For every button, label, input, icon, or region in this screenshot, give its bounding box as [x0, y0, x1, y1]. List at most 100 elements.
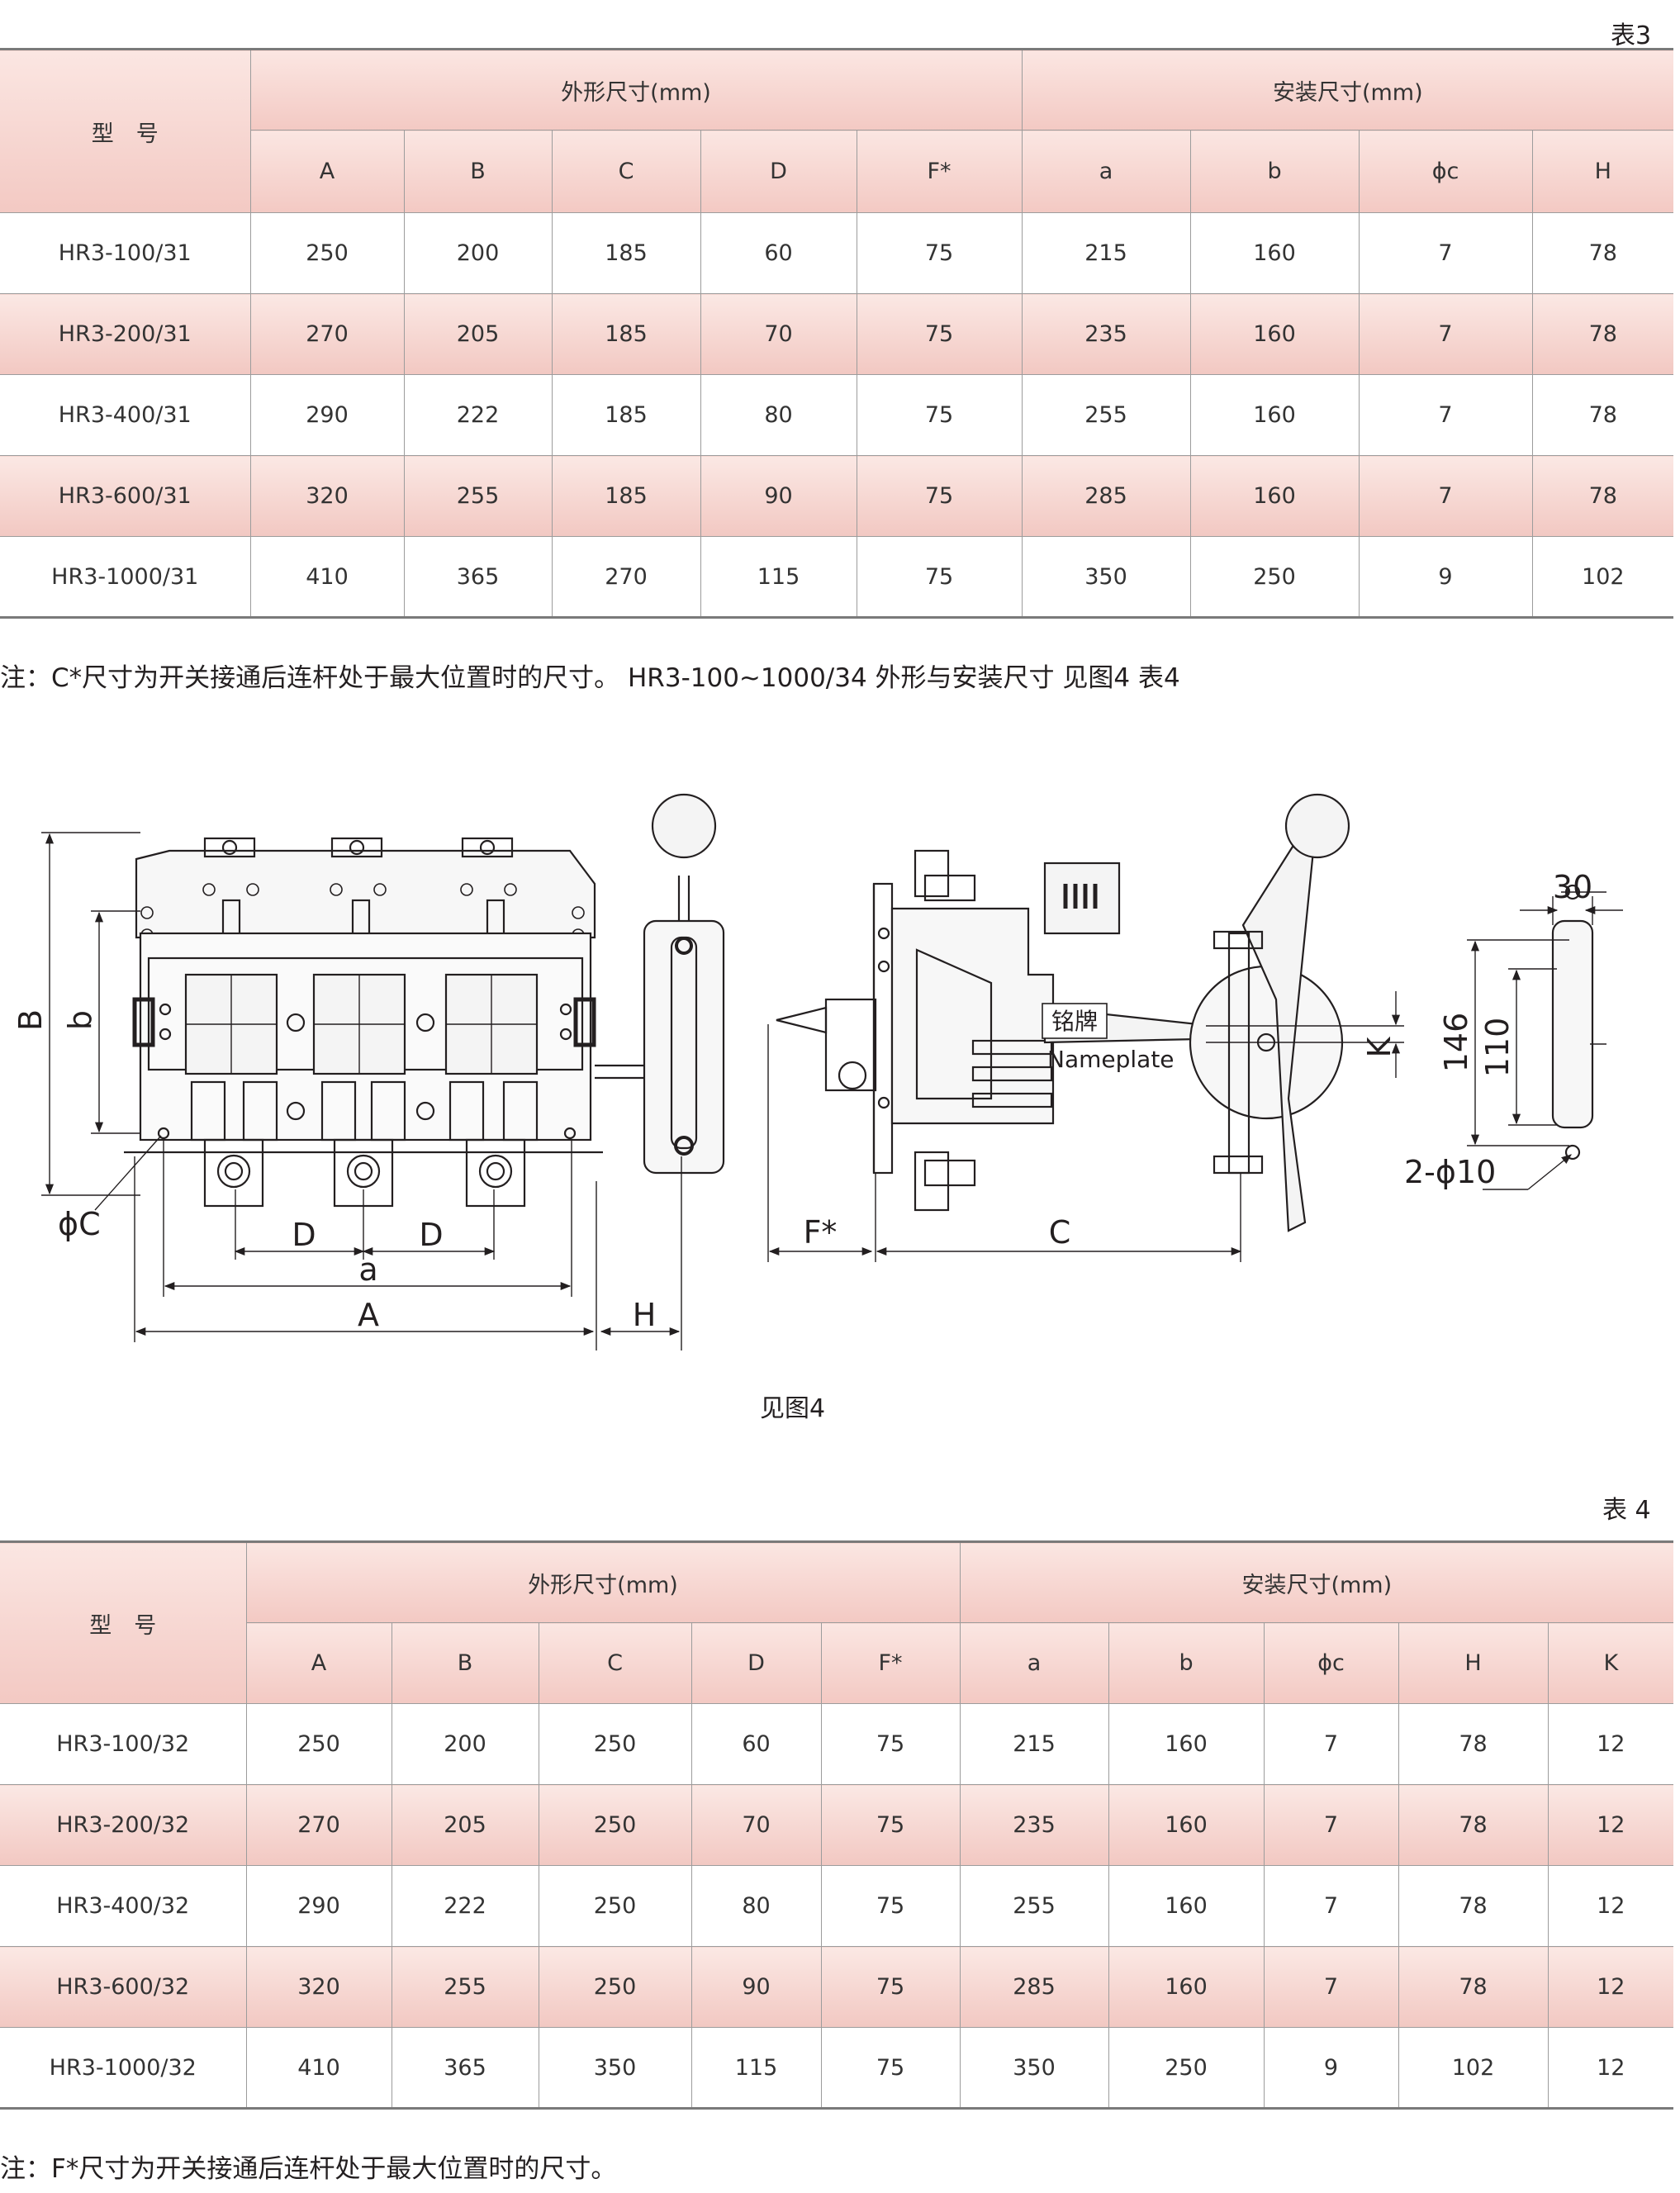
- side-view-dimensions: [767, 991, 1404, 1262]
- label-phiC: ϕC: [58, 1206, 101, 1242]
- table4-caption: 表 4: [1602, 1496, 1651, 1525]
- table-cell: 102: [1531, 536, 1674, 619]
- table-cell: 75: [820, 1946, 961, 2028]
- table-cell: 270: [551, 536, 701, 619]
- table4-col-header: K: [1547, 1622, 1674, 1704]
- table-cell: 115: [700, 536, 857, 619]
- table-cell: 75: [856, 374, 1023, 456]
- table-cell: 160: [1108, 1865, 1265, 1947]
- front-view-dimensions: [41, 832, 682, 1350]
- table-cell: 250: [538, 1946, 692, 2028]
- dimension-drawing: B b ϕC D D a A H F* C K 30 146 110 2-ϕ10…: [12, 793, 1623, 1350]
- table3-col-header: F*: [856, 130, 1023, 213]
- table-cell: 160: [1108, 1946, 1265, 2028]
- front-view: [124, 793, 725, 1208]
- table-cell: 222: [391, 1865, 539, 1947]
- table3-col-header: b: [1189, 130, 1360, 213]
- table-cell: 250: [538, 1784, 692, 1866]
- table-cell: 78: [1398, 1703, 1549, 1785]
- table-cell: 290: [245, 1865, 392, 1947]
- table-cell: 410: [245, 2027, 392, 2110]
- table3-note: 注：C*尺寸为开关接通后连杆处于最大位置时的尺寸。 HR3-100~1000/3…: [0, 663, 1180, 693]
- table-cell: 75: [856, 293, 1023, 375]
- table-cell: 255: [1021, 374, 1191, 456]
- table-row: HR3-100/32 250 200 250 60 75 215 160 7 7…: [0, 1703, 1674, 1785]
- table-cell: 185: [551, 293, 701, 375]
- table-cell: 160: [1189, 293, 1360, 375]
- table-cell: 9: [1263, 2027, 1399, 2110]
- table-cell: 7: [1358, 374, 1533, 456]
- nameplate-label-cn: 铭牌: [1051, 1008, 1098, 1035]
- table-cell: 12: [1547, 1784, 1674, 1866]
- table-row: HR3-1000/32 410 365 350 115 75 350 250 9…: [0, 2027, 1674, 2110]
- table-cell: 80: [691, 1865, 822, 1947]
- table-cell: 410: [249, 536, 405, 619]
- table3-col-header: B: [403, 130, 553, 213]
- table-cell: 215: [1021, 212, 1191, 294]
- table3-col-header: H: [1531, 130, 1674, 213]
- table3-caption: 表3: [1611, 21, 1652, 50]
- table-cell: 60: [700, 212, 857, 294]
- table-row: HR3-100/31 250 200 185 60 75 215 160 7 7…: [0, 212, 1674, 294]
- table3-col-header: a: [1021, 130, 1191, 213]
- table-cell: 255: [959, 1865, 1109, 1947]
- model-cell: HR3-600/31: [0, 455, 251, 537]
- table-cell: 270: [245, 1784, 392, 1866]
- table3-header-row: 型 号 外形尺寸(mm) 安装尺寸(mm): [0, 48, 1674, 213]
- table3-col-header: A: [250, 130, 405, 213]
- table-cell: 9: [1358, 536, 1533, 619]
- table-cell: 75: [820, 1784, 961, 1866]
- table-cell: 205: [391, 1784, 539, 1866]
- table4-header-row: 型 号 外形尺寸(mm) 安装尺寸(mm): [0, 1540, 1674, 1704]
- table4-col-header: ϕc: [1263, 1622, 1399, 1704]
- nameplate-label-en: Nameplate: [1047, 1046, 1175, 1073]
- table-cell: 78: [1398, 1946, 1549, 2028]
- table-cell: 75: [856, 536, 1023, 619]
- table-cell: 270: [249, 293, 405, 375]
- table3-model-header: 型 号: [0, 48, 251, 213]
- label-H: H: [633, 1297, 657, 1333]
- table-cell: 12: [1547, 2027, 1674, 2110]
- table-cell: 205: [403, 293, 553, 375]
- table4-col-header: b: [1108, 1622, 1265, 1704]
- model-cell: HR3-100/32: [0, 1703, 247, 1785]
- table-cell: 75: [820, 1703, 961, 1785]
- label-146: 146: [1438, 1013, 1474, 1073]
- table-row: HR3-400/32 290 222 250 80 75 255 160 7 7…: [0, 1865, 1674, 1947]
- table4-outer-dims-header: 外形尺寸(mm): [245, 1540, 961, 1623]
- label-K: K: [1361, 1036, 1398, 1057]
- label-Fstar: F*: [804, 1214, 838, 1251]
- label-30: 30: [1553, 869, 1592, 905]
- model-cell: HR3-1000/31: [0, 536, 251, 619]
- mounting-view: [1551, 884, 1606, 1161]
- model-cell: HR3-200/31: [0, 293, 251, 375]
- table-cell: 7: [1358, 455, 1533, 537]
- table-cell: 78: [1531, 293, 1674, 375]
- table4-col-header: B: [391, 1622, 539, 1704]
- table-cell: 350: [1021, 536, 1191, 619]
- table-cell: 185: [551, 374, 701, 456]
- table-cell: 7: [1263, 1784, 1399, 1866]
- table4-note: 注：F*尺寸为开关接通后连杆处于最大位置时的尺寸。: [0, 2154, 617, 2184]
- table-cell: 350: [538, 2027, 692, 2110]
- table-cell: 222: [403, 374, 553, 456]
- label-A: A: [358, 1297, 379, 1333]
- table-cell: 250: [1189, 536, 1360, 619]
- model-cell: HR3-400/31: [0, 374, 251, 456]
- table-cell: 70: [700, 293, 857, 375]
- table-cell: 12: [1547, 1865, 1674, 1947]
- table-cell: 255: [403, 455, 553, 537]
- table4-col-header: H: [1398, 1622, 1549, 1704]
- table-cell: 12: [1547, 1946, 1674, 2028]
- table-cell: 320: [245, 1946, 392, 2028]
- label-b: b: [62, 1010, 98, 1030]
- label-D-left: D: [292, 1217, 316, 1253]
- table-cell: 160: [1189, 374, 1360, 456]
- table-cell: 75: [856, 212, 1023, 294]
- table4: 型 号 外形尺寸(mm) 安装尺寸(mm) A B C D F* a b ϕc …: [0, 1540, 1674, 2110]
- table-cell: 90: [700, 455, 857, 537]
- model-cell: HR3-400/32: [0, 1865, 247, 1947]
- table-cell: 255: [391, 1946, 539, 2028]
- table-cell: 215: [959, 1703, 1109, 1785]
- table-cell: 78: [1398, 1865, 1549, 1947]
